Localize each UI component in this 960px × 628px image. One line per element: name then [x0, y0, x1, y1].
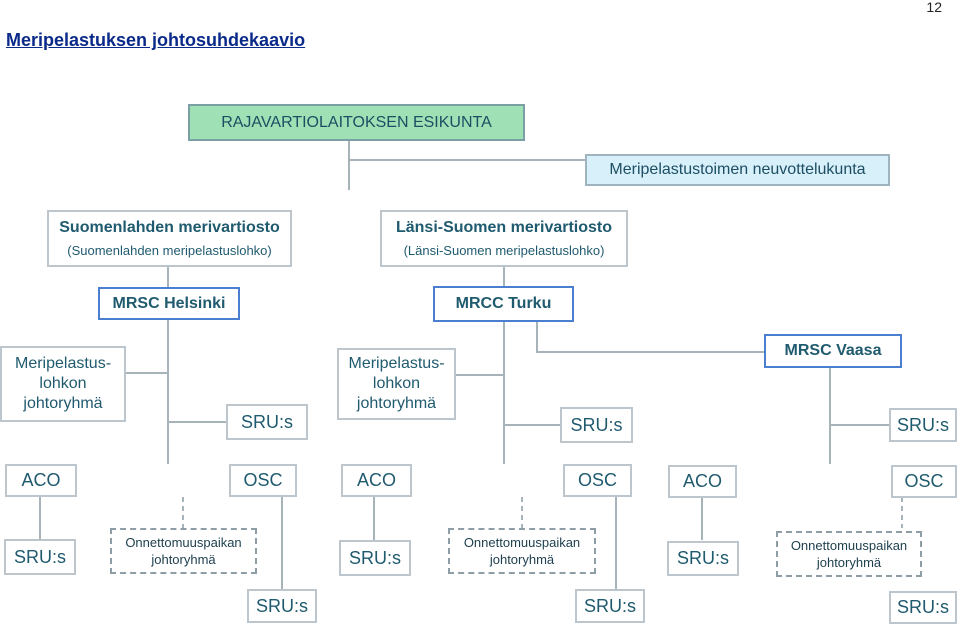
osc-box: OSC: [563, 464, 632, 497]
on-scene-group-box: Onnettomuuspaikan johtoryhmä: [110, 528, 257, 574]
west-coast-guard-box: Länsi-Suomen merivartiosto (Länsi-Suomen…: [380, 210, 628, 267]
sru-box: SRU:s: [560, 407, 633, 443]
sru-label: SRU:s: [896, 597, 949, 617]
sru-box: SRU:s: [575, 589, 645, 623]
osc-label: OSC: [904, 471, 944, 491]
gulf-coast-guard-box: Suomenlahden merivartiosto (Suomenlahden…: [47, 210, 292, 267]
sru-box: SRU:s: [226, 404, 308, 440]
sru-label: SRU:s: [13, 546, 66, 567]
advisory-board-box: Meripelastustoimen neuvottelukunta: [585, 154, 890, 186]
aco-box: ACO: [5, 464, 77, 497]
osc-box: OSC: [229, 464, 297, 497]
aco-box: ACO: [668, 465, 737, 498]
subregion-group-line: lohkon: [39, 375, 87, 392]
hq-box: RAJAVARTIOLAITOKSEN ESIKUNTA: [188, 104, 525, 141]
subregion-group-line: Meripelastus-: [14, 355, 112, 372]
osc-label: OSC: [577, 470, 617, 490]
sru-label: SRU:s: [240, 411, 293, 432]
aco-label: ACO: [21, 470, 61, 490]
advisory-board-label: Meripelastustoimen neuvottelukunta: [609, 161, 866, 178]
on-scene-group-box: Onnettomuuspaikan johtoryhmä: [776, 531, 922, 577]
on-scene-group-box: Onnettomuuspaikan johtoryhmä: [448, 528, 596, 574]
sru-box: SRU:s: [889, 408, 957, 442]
on-scene-group-line: Onnettomuuspaikan: [125, 535, 242, 550]
mrcc-turku-label: MRCC Turku: [455, 295, 552, 312]
hq-label: RAJAVARTIOLAITOKSEN ESIKUNTA: [221, 113, 492, 131]
on-scene-group-line: Onnettomuuspaikan: [790, 538, 908, 553]
gulf-coast-guard-label: Suomenlahden merivartiosto: [59, 219, 280, 236]
sru-label: SRU:s: [255, 595, 308, 616]
west-subregion-label: (Länsi-Suomen meripelastuslohko): [403, 243, 605, 258]
aco-box: ACO: [341, 464, 412, 497]
sru-box: SRU:s: [339, 540, 411, 576]
sru-box: SRU:s: [889, 591, 957, 624]
mrsc-helsinki-label: MRSC Helsinki: [112, 294, 226, 312]
sru-label: SRU:s: [896, 414, 949, 435]
mrsc-vaasa-label: MRSC Vaasa: [784, 342, 882, 359]
sru-box: SRU:s: [667, 541, 739, 576]
on-scene-group-line: johtoryhmä: [151, 552, 216, 567]
mrsc-helsinki-box: MRSC Helsinki: [98, 287, 240, 320]
gulf-subregion-label: (Suomenlahden meripelastuslohko): [67, 243, 272, 258]
sru-label: SRU:s: [570, 414, 623, 435]
page-title: Meripelastuksen johtosuhdekaavio: [6, 30, 306, 50]
aco-label: ACO: [356, 470, 396, 490]
subregion-group-box-1: Meripelastus- lohkon johtoryhmä: [0, 346, 126, 422]
on-scene-group-line: johtoryhmä: [489, 552, 555, 567]
sru-box: SRU:s: [247, 589, 317, 623]
mrcc-turku-box: MRCC Turku: [433, 286, 574, 322]
subregion-group-line: Meripelastus-: [348, 355, 445, 372]
on-scene-group-line: Onnettomuuspaikan: [463, 535, 581, 550]
subregion-group-box-2: Meripelastus- lohkon johtoryhmä: [337, 348, 456, 420]
subregion-group-line: johtoryhmä: [23, 395, 103, 412]
osc-label: OSC: [243, 470, 283, 490]
subregion-group-line: lohkon: [372, 375, 421, 392]
osc-box: OSC: [891, 465, 957, 498]
sru-label: SRU:s: [348, 547, 401, 568]
subregion-group-line: johtoryhmä: [356, 395, 437, 412]
sru-label: SRU:s: [676, 548, 729, 568]
sru-label: SRU:s: [583, 595, 636, 616]
mrsc-vaasa-box: MRSC Vaasa: [764, 334, 902, 368]
west-coast-guard-label: Länsi-Suomen merivartiosto: [395, 219, 613, 236]
page-number: 12: [926, 0, 942, 15]
aco-label: ACO: [682, 471, 722, 491]
on-scene-group-line: johtoryhmä: [816, 555, 882, 570]
sru-box: SRU:s: [4, 539, 76, 575]
